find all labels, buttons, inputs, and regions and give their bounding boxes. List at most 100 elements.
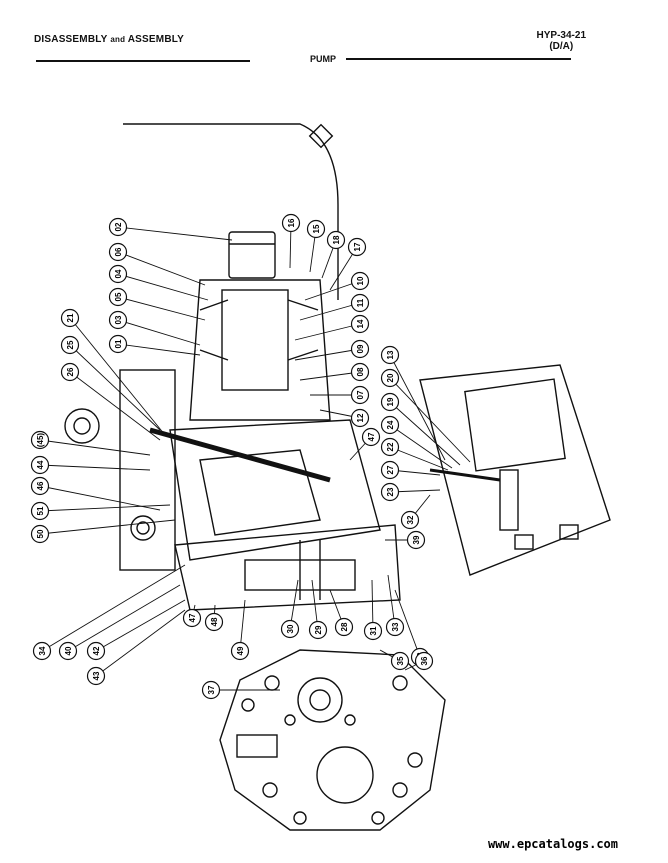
callout-leader-line [117, 343, 201, 356]
callout-29: 44 [30, 455, 151, 475]
spool-bore [499, 469, 519, 531]
callout-bubble [361, 427, 381, 447]
cylinder-block [174, 524, 401, 611]
callout-number: 39 [412, 535, 421, 544]
callout-bubble [380, 392, 400, 412]
callout-number: 48 [210, 617, 219, 626]
callout-bubble [380, 460, 400, 480]
callout-bubble [363, 621, 383, 641]
bearing-bore [221, 289, 289, 391]
callout-39: 47 [182, 604, 202, 628]
regulator-block [119, 369, 176, 571]
callout-bubble [406, 530, 426, 550]
callout-48: 35 [379, 649, 410, 671]
callout-bubble [182, 608, 202, 628]
callout-number: 21 [66, 313, 75, 322]
lifting-eye [64, 408, 100, 444]
spool-assembly [464, 378, 566, 472]
callout-14: 08 [299, 362, 370, 382]
callout-number: 01 [114, 339, 123, 348]
callout-number: 44 [36, 460, 45, 469]
callout-number: 51 [36, 506, 45, 515]
callout-number: 26 [66, 367, 75, 376]
callout-45: 31 [363, 579, 383, 641]
callout-31: 51 [30, 501, 171, 521]
callout-bubble [108, 310, 128, 330]
callout-bubble [108, 217, 128, 237]
callout-leader-line [117, 273, 209, 301]
callout-leader-line [39, 519, 176, 535]
callout-bubble [60, 362, 80, 382]
callout-number: 30 [286, 624, 295, 633]
callout-leader-line [299, 302, 361, 321]
document-variant: (D/A) [549, 41, 574, 52]
callout-bubble [380, 482, 400, 502]
callout-bubble [350, 408, 370, 428]
end-cover [219, 649, 446, 831]
callout-number: 05 [114, 292, 123, 301]
callout-28: (45) [30, 430, 151, 456]
callout-number: 23 [386, 487, 395, 496]
callout-number: 08 [356, 367, 365, 376]
callout-40: 48 [204, 604, 224, 632]
callout-bubble [86, 641, 106, 661]
callout-8: 03 [108, 310, 201, 346]
callout-number: 16 [287, 218, 296, 227]
callout-number: 09 [356, 344, 365, 353]
callout-12: 14 [294, 314, 370, 341]
callout-4: 17 [329, 237, 367, 291]
callout-bubble [108, 287, 128, 307]
callout-number: 22 [386, 442, 395, 451]
callout-20: 24 [380, 415, 453, 469]
callout-bubble [390, 651, 410, 671]
callout-leader-line [39, 439, 151, 456]
callout-bubble [201, 680, 221, 700]
regulator-port [130, 515, 156, 541]
callout-36: 40 [58, 584, 181, 661]
callout-number: 20 [386, 373, 395, 382]
callout-leader-line [95, 609, 186, 677]
callout-leader-line [69, 371, 161, 441]
callout-bubble [86, 666, 106, 686]
callout-46: 33 [385, 574, 405, 637]
mounting-plate-outline [123, 123, 339, 300]
cover-center-boss [297, 677, 343, 723]
callout-1: 16 [281, 213, 301, 269]
callout-leader-line [95, 599, 186, 652]
callout-bubble [380, 368, 400, 388]
pump-body [169, 419, 381, 561]
callout-35: 34 [32, 564, 186, 661]
callout-bubble [30, 524, 50, 544]
callout-bubble [306, 219, 326, 239]
callout-bubble [350, 385, 370, 405]
callout-number: 07 [356, 390, 365, 399]
plate-hole [308, 123, 334, 149]
callout-13: 09 [294, 339, 370, 361]
callout-number: 34 [38, 646, 47, 655]
callout-6: 04 [108, 264, 209, 301]
callout-bubble [350, 314, 370, 334]
piston-rod [149, 427, 331, 483]
callout-bubble [60, 335, 80, 355]
heading-word-assembly: ASSEMBLY [127, 34, 185, 45]
control-valve-housing [419, 364, 611, 576]
callout-number: 49 [236, 646, 245, 655]
callout-leader-line [117, 319, 201, 346]
callout-7: 05 [108, 287, 206, 321]
callout-number: 47 [188, 613, 197, 622]
callout-bubble [204, 612, 224, 632]
callout-23: 23 [380, 482, 441, 502]
callout-3: 18 [321, 230, 346, 279]
callout-leader-line [294, 348, 361, 361]
callout-leader-line [39, 464, 151, 471]
callout-number: 46 [36, 481, 45, 490]
callout-leader-line [389, 377, 471, 463]
heading-word-and: and [110, 35, 126, 44]
callout-26: 25 [60, 335, 161, 431]
callout-number: 37 [207, 685, 216, 694]
callout-number: 36 [420, 656, 429, 665]
callout-bubble [230, 641, 250, 661]
callout-0: 02 [108, 217, 233, 241]
callout-bubble [281, 213, 301, 233]
callout-30: 46 [30, 476, 161, 511]
